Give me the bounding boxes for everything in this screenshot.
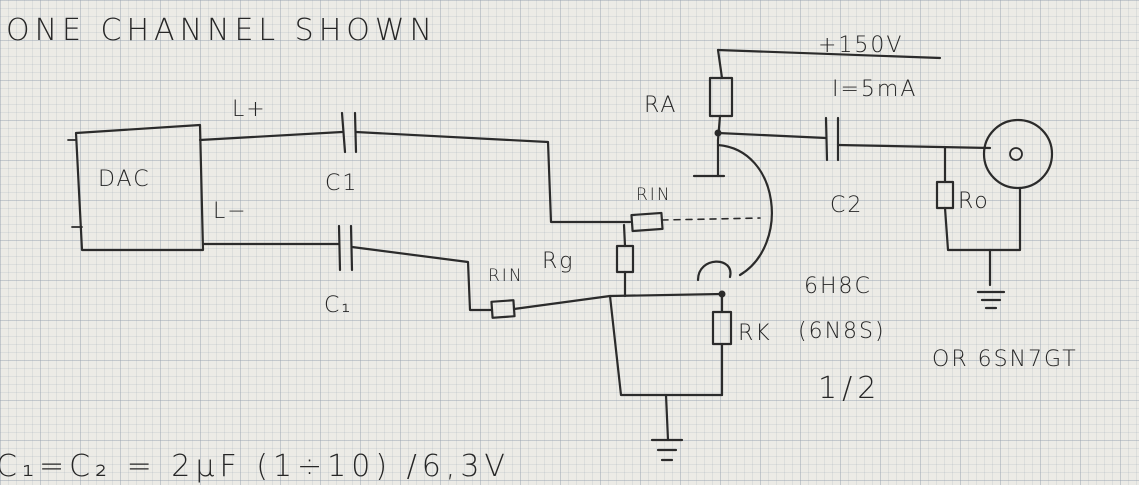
l-minus-line: L− C₁ — [71, 199, 494, 318]
ro-label: Ro — [958, 189, 990, 214]
ra-label: RA — [644, 93, 677, 118]
supply-current-label: I=5mA — [832, 77, 917, 102]
l-minus-label: L− — [213, 199, 248, 224]
tube-or-label: OR 6SN7GT — [932, 347, 1078, 372]
dac-label: DAC — [98, 167, 151, 192]
dac-block: DAC — [74, 123, 205, 252]
cathode-section: RK — [608, 290, 772, 462]
triode-tube: 6H8C (6N8S) 1/2 OR 6SN7GT — [692, 138, 1078, 406]
output-section: C2 Ro — [716, 116, 1054, 310]
rg-resistor: Rg — [542, 223, 635, 298]
l-plus-line: L+ C1 — [67, 97, 632, 224]
diagram-title: ONE CHANNEL SHOWN — [6, 13, 437, 48]
rin-bottom-resistor: RIN — [488, 266, 724, 319]
tube-alt-label: (6N8S) — [798, 319, 886, 344]
rin-top-resistor: RIN — [630, 185, 761, 233]
tube-half-label: 1/2 — [818, 371, 881, 406]
tube-type-label: 6H8C — [804, 274, 872, 299]
l-plus-label: L+ — [232, 97, 267, 122]
rin-bottom-label: RIN — [488, 266, 524, 286]
rin-top-label: RIN — [636, 185, 672, 205]
supply-voltage-label: +150V — [818, 33, 903, 58]
anode-section: RA +150V I=5mA — [644, 33, 942, 142]
c2-label: C2 — [830, 193, 863, 218]
rk-label: RK — [738, 321, 772, 346]
capacitor-note: C₁=C₂ = 2μF (1÷10) /6,3V — [0, 449, 510, 484]
rg-label: Rg — [542, 249, 575, 274]
c1-top-label: C1 — [325, 171, 358, 196]
c1-bottom-label: C₁ — [324, 293, 352, 318]
